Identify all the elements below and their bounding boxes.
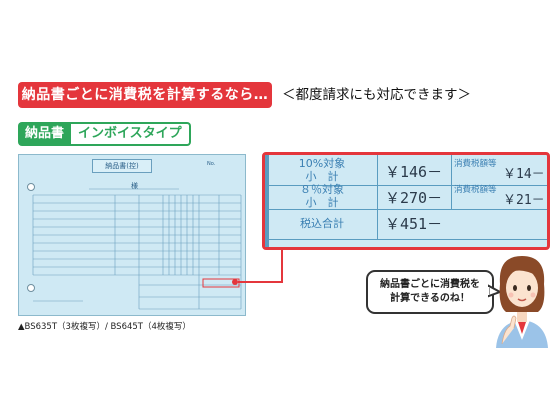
headline-banner: 納品書ごとに消費税を計算するなら… (18, 82, 272, 108)
row1-tax-label: 消費税額等 (454, 159, 497, 169)
row2-label: ８％対象 小 計 (279, 183, 365, 209)
office-woman-illustration (496, 256, 548, 348)
tax-summary-zoom: 10%対象 小 計 ￥146－ 消費税額等 ￥14－ ８％対象 小 計 ￥270… (262, 152, 550, 250)
row2-label-line1: ８％対象 (300, 183, 344, 196)
speech-line2: 計算できるのね！ (390, 293, 470, 304)
row2-subtotal: ￥270－ (385, 189, 443, 207)
binder-hole-bottom (27, 284, 35, 292)
speech-text: 納品書ごとに消費税を 計算できるのね！ (368, 278, 492, 306)
row1-label-line1: 10%対象 (298, 157, 346, 170)
row1-tax-value: ￥14－ (503, 167, 545, 182)
total-value: ￥451－ (385, 215, 443, 233)
row1-label: 10%対象 小 計 (279, 157, 365, 183)
speech-line1: 納品書ごとに消費税を (380, 279, 480, 290)
tag-type: インボイスタイプ (71, 122, 191, 146)
speech-bubble: 納品書ごとに消費税を 計算できるのね！ (366, 270, 494, 314)
row1-subtotal: ￥146－ (385, 163, 443, 181)
row1-label-line2: 小 計 (305, 170, 339, 183)
delivery-slip-form: 納品書(控) 様 No. (18, 154, 246, 316)
total-label: 税込合計 (300, 217, 344, 230)
tag-category: 納品書 (18, 122, 72, 146)
row2-label-line2: 小 計 (305, 196, 339, 209)
slip-honorific: 様 (131, 182, 138, 190)
product-caption: ▲BS635T（3枚複写）/ BS645T（4枚複写） (18, 322, 191, 332)
slip-grid-lines (32, 188, 242, 310)
row2-tax-value: ￥21－ (503, 193, 545, 208)
headline-subnote: ＜都度請求にも対応できます＞ (282, 87, 471, 103)
slip-title: 納品書(控) (92, 159, 152, 173)
row2-tax-label: 消費税額等 (454, 185, 497, 195)
slip-number-label: No. (207, 161, 216, 167)
binder-hole-top (27, 183, 35, 191)
product-type-tag: 納品書 インボイスタイプ (18, 122, 191, 146)
